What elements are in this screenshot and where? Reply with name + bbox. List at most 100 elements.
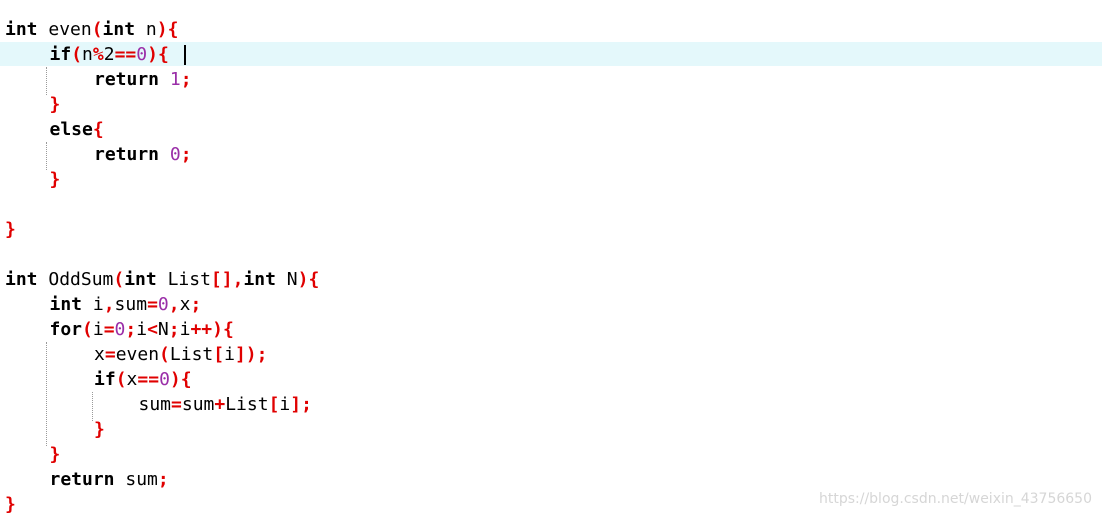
code-line[interactable]: return 1;: [94, 67, 192, 92]
operator-token: [: [268, 394, 280, 415]
operator-token: }: [49, 169, 61, 190]
code-line[interactable]: for(i=0;i<N;i++){: [50, 317, 234, 342]
keyword-token: int: [5, 269, 38, 290]
operator-token: {: [222, 319, 234, 340]
code-line[interactable]: if(x==0){: [94, 367, 192, 392]
code-line[interactable]: int i,sum=0,x;: [50, 292, 202, 317]
operator-token: {: [308, 269, 320, 290]
operator-token: %: [92, 44, 104, 65]
code-line[interactable]: }: [50, 167, 61, 192]
operator-token: ++: [190, 319, 213, 340]
code-line[interactable]: x=even(List[i]);: [94, 342, 267, 367]
operator-token: {: [157, 44, 169, 65]
identifier-token: i: [179, 319, 191, 340]
keyword-token: else: [49, 119, 93, 140]
keyword-token: int: [124, 269, 157, 290]
operator-token: {: [167, 19, 179, 40]
text-caret: [184, 45, 186, 65]
number-token: 0: [136, 44, 148, 65]
operator-token: }: [49, 444, 61, 465]
operator-token: ): [297, 269, 309, 290]
operator-token: (: [159, 344, 170, 365]
indent-guide: [46, 67, 47, 95]
number-token: 0: [159, 369, 170, 390]
operator-token: {: [180, 369, 192, 390]
operator-token: ]): [234, 344, 257, 365]
keyword-token: return: [49, 469, 115, 490]
indent-guide: [92, 392, 93, 421]
identifier-token: i: [279, 394, 291, 415]
operator-token: {: [92, 119, 104, 140]
code-line[interactable]: return sum;: [50, 467, 169, 492]
operator-token: ;: [256, 344, 268, 365]
identifier-token: sum: [181, 394, 215, 415]
code-line[interactable]: }: [5, 217, 16, 242]
operator-token: ): [169, 369, 181, 390]
operator-token: ;: [168, 319, 180, 340]
code-line[interactable]: if(n%2==0){: [50, 42, 180, 67]
watermark: https://blog.csdn.net/weixin_43756650: [818, 491, 1092, 507]
operator-token: ;: [125, 319, 137, 340]
identifier-token: x: [126, 369, 138, 390]
identifier-token: [169, 44, 180, 65]
identifier-token: [159, 144, 170, 165]
operator-token: }: [5, 494, 16, 515]
operator-token: ==: [114, 44, 137, 65]
code-line[interactable]: else{: [50, 117, 104, 142]
identifier-token: i: [92, 319, 104, 340]
identifier-token: n: [82, 44, 93, 65]
identifier-token: i: [224, 344, 235, 365]
operator-token: ;: [301, 394, 312, 415]
keyword-token: if: [49, 44, 72, 65]
number-token: 0: [157, 294, 169, 315]
identifier-token: N: [275, 269, 298, 290]
identifier-token: OddSum: [37, 269, 114, 290]
operator-token: ,: [232, 269, 244, 290]
identifier-token: even: [37, 19, 92, 40]
identifier-token: List: [169, 344, 214, 365]
operator-token: ;: [190, 294, 202, 315]
identifier-token: sum: [114, 469, 158, 490]
operator-token: =: [147, 294, 158, 315]
operator-token: }: [94, 419, 105, 440]
operator-token: ]: [290, 394, 302, 415]
code-line[interactable]: sum=sum+List[i];: [139, 392, 312, 417]
operator-token: =: [104, 344, 116, 365]
operator-token: ;: [157, 469, 169, 490]
keyword-token: int: [49, 294, 83, 315]
operator-token: ;: [180, 144, 192, 165]
operator-token: (: [82, 319, 93, 340]
keyword-token: return: [94, 69, 160, 90]
code-line[interactable]: }: [94, 417, 105, 442]
identifier-token: N: [157, 319, 169, 340]
number-token: 0: [169, 144, 181, 165]
identifier-token: 2: [103, 44, 115, 65]
number-token: 0: [114, 319, 126, 340]
identifier-token: List: [156, 269, 211, 290]
identifier-token: List: [225, 394, 269, 415]
operator-token: }: [49, 94, 61, 115]
operator-token: ;: [180, 69, 192, 90]
code-line[interactable]: int even(int n){: [5, 17, 178, 42]
identifier-token: i: [82, 294, 104, 315]
code-line[interactable]: int OddSum(int List[],int N){: [5, 267, 319, 292]
identifier-token: sum: [138, 394, 172, 415]
number-token: 1: [169, 69, 181, 90]
operator-token: +: [214, 394, 226, 415]
keyword-token: int: [5, 19, 38, 40]
code-line[interactable]: }: [50, 92, 61, 117]
current-line-highlight: [0, 42, 1102, 66]
operator-token: <: [147, 319, 158, 340]
keyword-token: int: [243, 269, 276, 290]
operator-token: (: [71, 44, 83, 65]
identifier-token: even: [115, 344, 160, 365]
operator-token: ): [156, 19, 168, 40]
identifier-token: i: [136, 319, 148, 340]
keyword-token: if: [94, 369, 116, 390]
code-line[interactable]: }: [50, 442, 61, 467]
keyword-token: for: [49, 319, 83, 340]
operator-token: ,: [168, 294, 180, 315]
code-line[interactable]: return 0;: [94, 142, 192, 167]
code-line[interactable]: }: [5, 492, 16, 517]
